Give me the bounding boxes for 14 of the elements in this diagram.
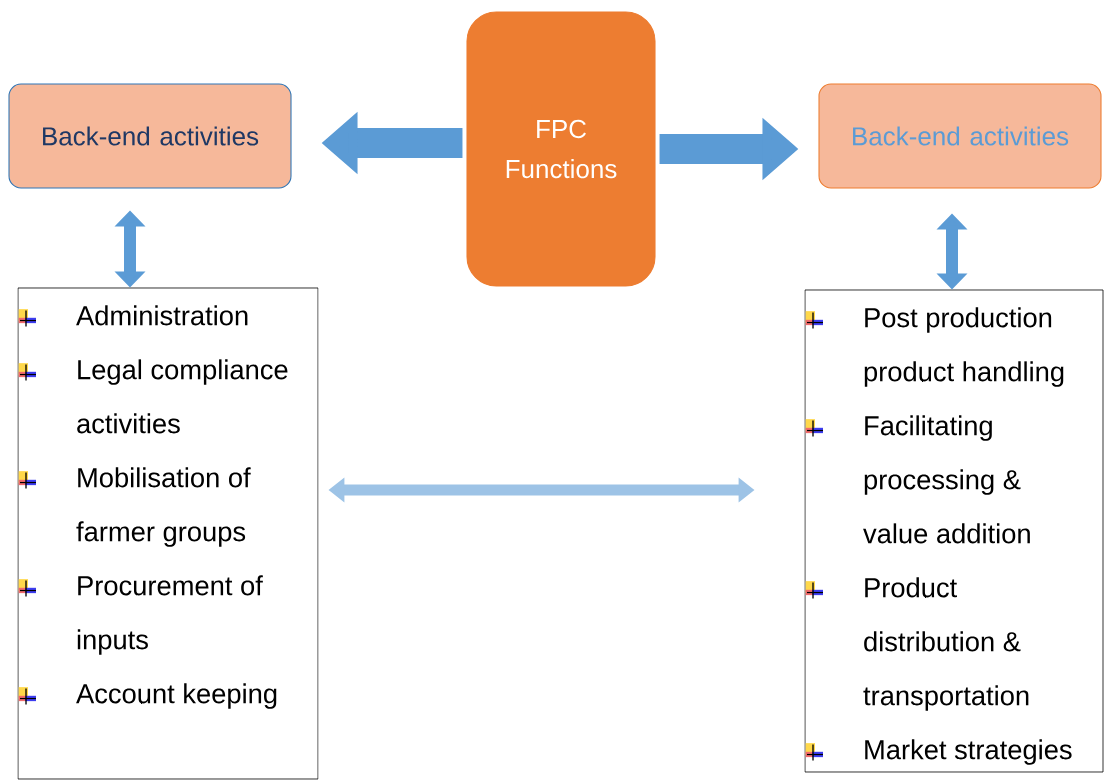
list-item: Administration [76, 305, 248, 326]
list-item: Account keeping [76, 683, 277, 709]
list-item: Facilitating processing & value addition [863, 415, 1030, 544]
function-box: FPC Functions [466, 11, 656, 287]
list-item: Procurement of inputs [77, 575, 263, 655]
list-box [17, 287, 319, 780]
activity-box: Back-end activities [8, 83, 292, 189]
list-item: Legal compliance activities [77, 359, 288, 434]
activity-box: Back-end activities [818, 83, 1102, 189]
list-item: Product distribution & transportation [863, 577, 1029, 711]
list-item: Post production product handling [864, 307, 1064, 387]
list-item: Mobilisation of farmer groups [76, 467, 251, 547]
list-box [804, 289, 1104, 773]
list-item: Market strategies [865, 739, 1072, 765]
